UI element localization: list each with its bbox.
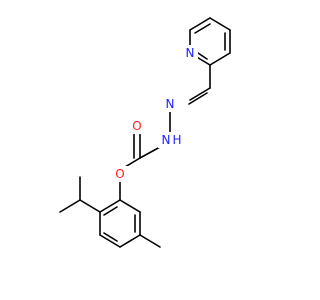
bond (99, 234, 121, 248)
bond (103, 232, 118, 242)
atom-carbonyl-o: O (129, 118, 145, 134)
ester-o-label: O (115, 167, 124, 181)
bond (209, 17, 231, 31)
benzene-ring (59, 176, 161, 248)
pyridine-n-label: N (186, 46, 195, 60)
hydrazide-n-label: N (162, 133, 171, 147)
imine-n-label: N (166, 97, 175, 111)
hydrazide-h-label: H (172, 133, 181, 147)
bond (79, 199, 101, 213)
bond (189, 17, 211, 31)
bond (99, 199, 121, 213)
carbonyl-o-label: O (132, 119, 141, 133)
bond (139, 146, 161, 159)
bond (139, 234, 161, 248)
bond (189, 87, 211, 101)
bond (209, 52, 231, 66)
chain-bonds (119, 64, 211, 201)
atom-imine-n: N (162, 96, 178, 112)
bond (59, 199, 81, 213)
atom-pyridine-n: N (182, 45, 198, 61)
bond (188, 92, 208, 105)
atom-hydrazide-nh: N H (158, 132, 182, 148)
bond (194, 23, 211, 34)
molecule-structure-diagram: N N N H O O (59, 17, 231, 248)
bond (119, 234, 141, 248)
bond (103, 206, 118, 216)
bond (119, 199, 141, 213)
atom-ester-o: O (112, 166, 128, 182)
